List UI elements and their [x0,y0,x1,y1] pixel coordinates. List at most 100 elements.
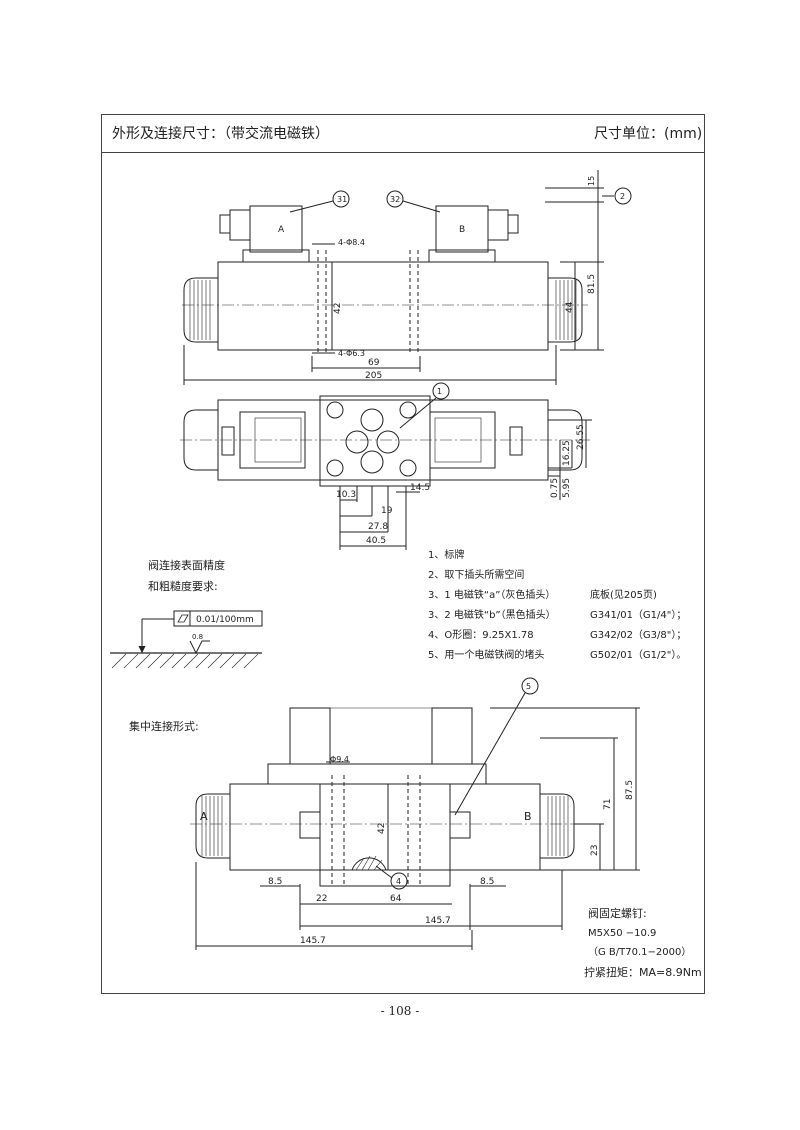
dim-10-3: 10.3 [336,490,356,500]
solenoid-a-label: A [278,225,285,235]
dim-hole-bottom: 4-Φ6.3 [338,349,365,358]
left-end-cap [183,277,218,343]
solenoid-b-label: B [459,225,465,235]
plan-view [180,382,592,550]
hatch [111,653,259,669]
dim-40-5: 40.5 [366,536,386,546]
surface-req-title-1: 阀连接表面精度 [148,559,225,572]
balloon-4-text: 4 [396,877,401,886]
dim-8-5-left-text: 8.5 [268,877,282,887]
side-port-right [449,811,471,839]
subplate-item-3: G502/01（G1/2"）。 [590,650,687,661]
dim-145-7-bottom-text: 145.7 [300,936,326,946]
bolts-standard: （G B/T70.1−2000） [588,947,692,958]
mounting-holes-hidden [317,250,419,352]
port-t [360,450,384,474]
dim-5-95: 5.95 [562,478,572,498]
dim-205: 205 [365,371,382,381]
balloon-5-text: 5 [526,682,531,691]
subplate-title: 底板(见205页) [590,590,657,601]
central-label-b: B [524,810,532,823]
dim-145-7-top-text: 145.7 [425,916,451,926]
note-4: 4、O形圈：9.25X1.78 [428,630,534,641]
balloon-32 [386,190,404,208]
plug-a-base [242,249,310,263]
dim-23-text: 23 [590,845,600,856]
central-title: 集中连接形式: [129,720,199,733]
right-knurl [555,280,577,340]
plug-b-base [428,249,496,263]
plug-b-screw [507,214,519,234]
plug-top-b [431,707,473,765]
note-1: 1、标牌 [428,550,465,561]
balloon-31 [332,190,350,208]
dim-44: 44 [565,301,575,313]
note-2: 2、取下插头所需空间 [428,570,525,581]
bolt-hole-1 [326,401,344,419]
port-b [376,430,400,454]
left-knurl [189,280,211,340]
balloon-2-text: 2 [620,192,625,201]
dim-27-8: 27.8 [368,522,388,532]
roughness-value: 0.8 [192,633,203,641]
bolts-torque: 拧紧扭矩：MA=8.9Nm [584,966,702,979]
dim-71-text: 71 [603,799,613,810]
note-3-1: 3、1 电磁铁“a”（灰色插头） [428,590,556,601]
plug-top-a [289,707,331,765]
balloon-5 [521,677,539,695]
central-label-a: A [200,810,208,823]
page-number: - 108 - [380,1004,420,1018]
port-a [345,430,369,454]
subplate-item-2: G342/02（G3/8"）； [590,630,687,641]
note-3-2: 3、2 电磁铁“b”（黑色插头） [428,610,556,621]
side-port-left [299,811,321,839]
bolts-spec: M5X50 −10.9 [588,928,657,939]
dim-16-25: 16.25 [562,440,572,466]
plug-b-gland [487,209,509,241]
header-unit: 尺寸单位：(mm) [594,126,703,142]
dim-64-text: 64 [390,894,402,904]
surface-req-title-2: 和粗糙度要求: [148,580,218,593]
plug-a-screw [219,214,231,234]
balloon-2 [614,187,632,205]
dim-42: 42 [333,303,343,314]
dim-0-75: 0.75 [550,478,560,498]
mounting-face [319,395,431,487]
header-title: 外形及连接尺寸：（带交流电磁铁） [112,126,329,142]
dim-hole-top: 4-Φ8.4 [338,238,365,247]
balloon-31-text: 31 [337,195,347,204]
bolt-hole-3 [326,459,344,477]
dim-42-central-text: 42 [377,823,387,834]
dim-22-text: 22 [316,894,327,904]
plug-a-gland [229,209,251,241]
dim-69: 69 [368,358,380,368]
flatness-value: 0.01/100mm [196,615,254,625]
dim-8-5-right-text: 8.5 [480,877,494,887]
top-view [182,170,632,385]
port-p [360,408,384,432]
bolt-hole-2 [399,401,417,419]
balloon-4 [390,872,408,890]
dim-19: 19 [381,506,393,516]
dim-14-5: 14.5 [410,483,430,493]
roughness-symbol [189,640,210,655]
drawing-frame [101,114,705,994]
dim-26-55: 26.55 [576,424,586,450]
dim-81-5: 81.5 [587,274,597,294]
dim-hole-central: Φ9.4 [330,755,349,764]
bolts-title: 阀固定螺钉: [588,907,647,920]
balloon-1-text: 1 [437,387,442,396]
note-5: 5、用一个电磁铁阀的堵头 [428,650,545,661]
central-view [190,677,640,950]
plug-a [249,205,303,253]
dim-87-5-text: 87.5 [625,780,635,800]
balloon-32-text: 32 [390,195,400,204]
bolt-hole-4 [399,459,417,477]
balloon-1 [432,382,450,400]
header-divider [101,152,705,153]
valve-body-outline [217,261,549,351]
dim-15: 15 [587,176,596,186]
subplate-item-1: G341/01（G1/4"）； [590,610,687,621]
surface-req-graphic [110,610,263,669]
